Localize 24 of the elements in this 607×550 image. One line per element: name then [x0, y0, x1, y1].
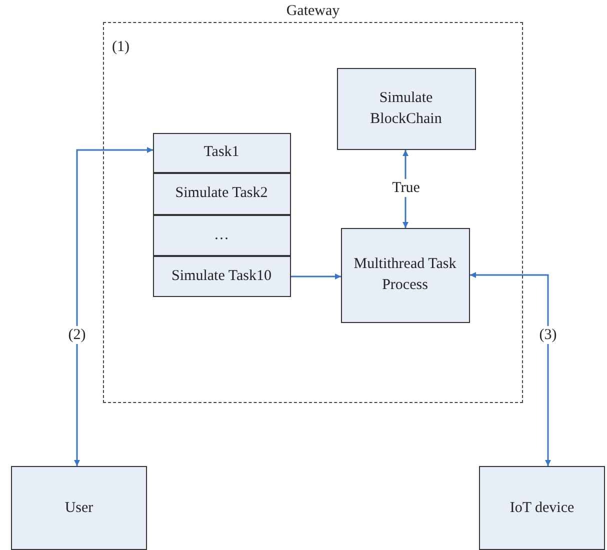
task-row [152, 132, 290, 172]
edge-label: True [391, 179, 421, 197]
process-box [340, 228, 470, 322]
actor-box [11, 466, 147, 550]
device-box [479, 466, 605, 550]
edge-label: (3) [538, 326, 558, 344]
process-box [336, 68, 476, 150]
group-title: Gateway [285, 2, 341, 21]
node-label: Simulate Task2 [174, 184, 269, 203]
node-label: User [64, 498, 94, 518]
node-label: … [213, 226, 230, 244]
node-label: Simulate Task10 [170, 266, 272, 286]
arrow [470, 272, 551, 466]
edge-label: (2) [67, 326, 87, 344]
arrow [291, 274, 341, 280]
node-label: Task1 [202, 143, 240, 162]
node-label: Simulate BlockChain [369, 88, 443, 128]
node-label: IoT device [508, 498, 576, 518]
callout-number: (1) [112, 38, 130, 57]
task-row [152, 214, 290, 256]
arrow [74, 147, 153, 466]
task-row [152, 256, 290, 296]
task-row [152, 172, 290, 214]
node-label: Multithread Task Process [352, 255, 458, 295]
